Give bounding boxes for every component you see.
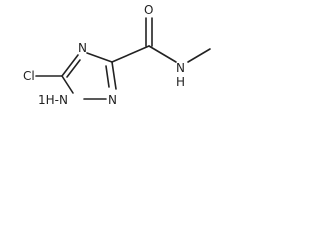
chemical-structure: Cl N 1H-N N O N H	[23, 3, 211, 107]
bond-c3-n2-double	[105, 65, 110, 88]
bond-c5-n4-double	[66, 59, 81, 78]
atom-label-o: O	[144, 3, 153, 17]
bond-n4-c3	[86, 52, 113, 63]
atom-labels: Cl N 1H-N N O N H	[23, 3, 185, 107]
bonds	[35, 17, 211, 100]
bond-c-namide	[148, 45, 177, 63]
atom-label-n4: N	[78, 41, 87, 55]
atom-label-n2: N	[108, 93, 117, 107]
atom-label-namide: N	[176, 61, 185, 75]
bond-n1-c5	[61, 75, 74, 94]
bond-c3-ccarbonyl	[111, 45, 150, 63]
atom-label-hamide: H	[176, 75, 185, 89]
bond-c3-n2	[111, 61, 117, 90]
atom-label-cl: Cl	[23, 69, 35, 83]
atom-label-nh1: 1H-N	[38, 93, 68, 107]
bond-namide-methyl	[187, 48, 211, 63]
bond-c5-n4	[61, 54, 79, 77]
